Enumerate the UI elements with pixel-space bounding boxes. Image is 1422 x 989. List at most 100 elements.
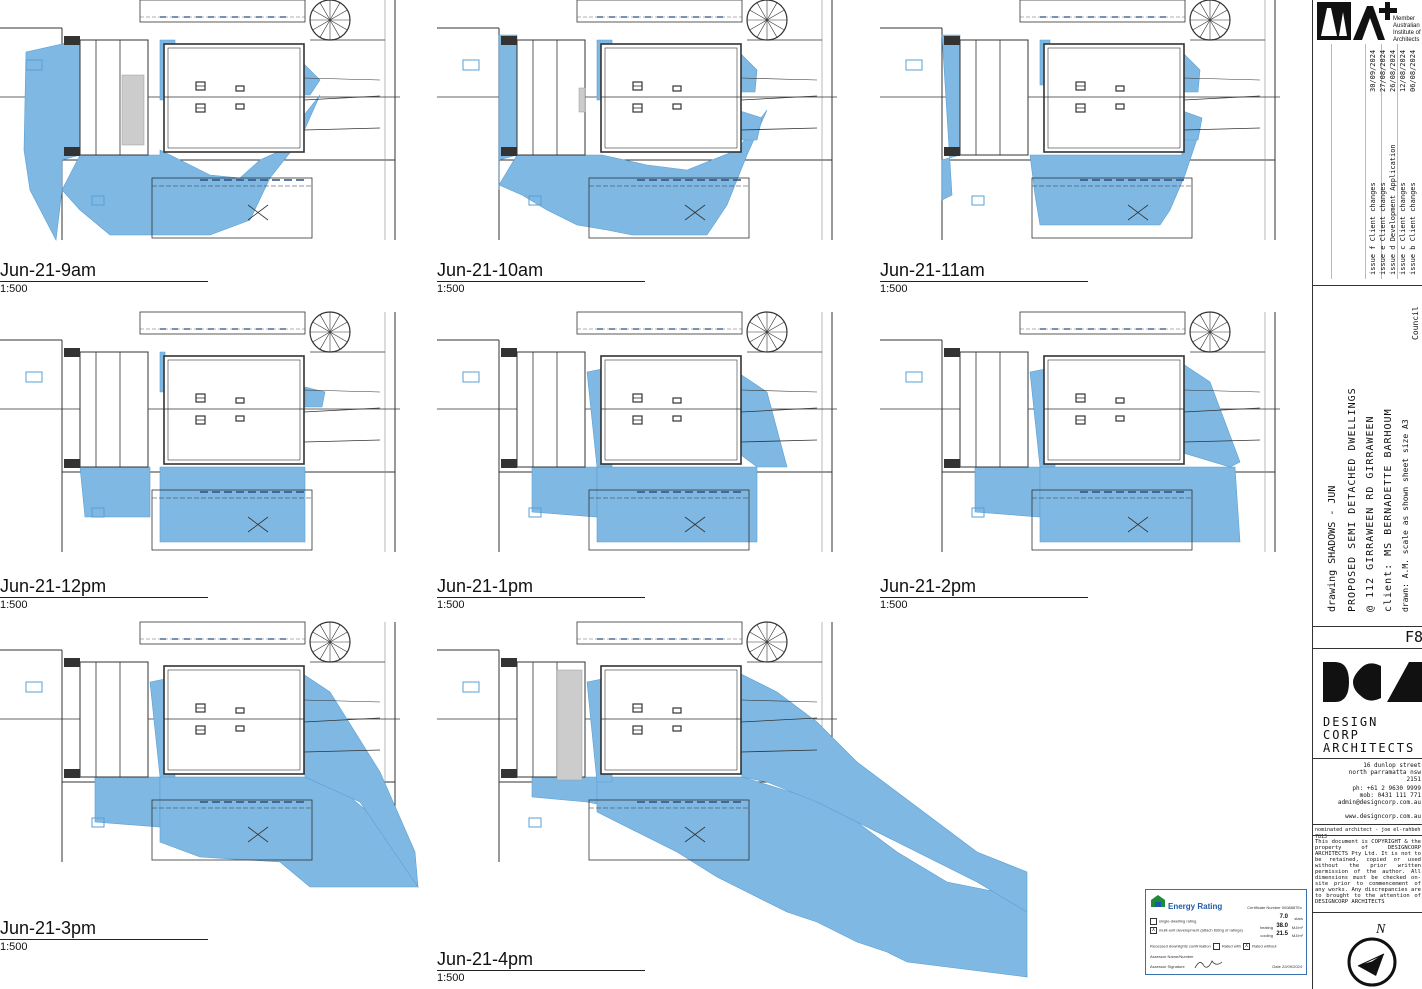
shadow-area	[596, 776, 1028, 978]
certificate-number: Certificate Number 0008887Ex	[1247, 905, 1302, 910]
proposed-dwelling	[1043, 355, 1185, 465]
issue-date: 12/08/2024	[1399, 49, 1407, 92]
cooling-value: 21.5	[1276, 931, 1288, 937]
rated-with-label: Rated with	[1221, 943, 1241, 949]
plan-title: Jun-21-11am	[880, 260, 985, 280]
issue-label: issue d Development Application	[1389, 144, 1397, 275]
multi-unit-label: multi-unit development (attach listing o…	[1159, 927, 1243, 933]
single-dwelling-checkbox	[1150, 918, 1157, 925]
shadow-area	[974, 466, 1041, 518]
plan-caption-9am: Jun-21-9am 1:500	[0, 260, 208, 296]
mobile: mob: 0431 111 771	[1359, 792, 1421, 799]
tree-icon	[1189, 0, 1231, 41]
tree-icon	[746, 621, 788, 663]
shadow-area	[531, 466, 598, 518]
plan-caption-11am: Jun-21-11am 1:500	[880, 260, 1088, 296]
shadow-area	[159, 466, 306, 543]
north-label: N	[1376, 922, 1386, 937]
shadow-plan-1pm	[437, 311, 837, 552]
heating-value: 38.0	[1276, 923, 1288, 929]
energy-title: Energy Rating	[1168, 902, 1223, 911]
shadow-area	[94, 776, 161, 828]
plan-title: Jun-21-4pm	[437, 949, 534, 969]
heating-unit: MJ/m²	[1291, 925, 1303, 930]
proposed-dwelling	[163, 665, 305, 775]
tree-icon	[1189, 311, 1231, 353]
shadow-area	[498, 109, 768, 236]
neighbour-building	[959, 351, 1029, 468]
neighbour-building	[516, 39, 586, 156]
address-3: 2151	[1406, 776, 1421, 783]
copyright-note: This document is COPYRIGHT & the propert…	[1315, 839, 1421, 905]
plan-scale: 1:500	[880, 283, 908, 295]
drawing-title: drawing SHADOWS - JUN	[1327, 485, 1338, 612]
downlights-label: Recessed downlights confirmation	[1150, 943, 1211, 949]
energy-house-icon	[1151, 895, 1165, 907]
proposed-dwelling	[600, 355, 742, 465]
assessor-name: Assessor Name/Number	[1150, 954, 1194, 959]
signature-mark	[1194, 960, 1223, 969]
shadow-plan-3pm	[0, 621, 419, 889]
shadow-area	[79, 466, 151, 518]
issue-label: issue e Client changes	[1379, 182, 1387, 275]
issue-date: 06/08/2024	[1409, 49, 1417, 92]
heating-label: heating	[1259, 925, 1273, 930]
nominated-architect: nominated architect - joe el-rahbeh 7813	[1315, 827, 1421, 840]
shadow-area	[736, 371, 788, 468]
proposed-dwelling	[163, 43, 305, 153]
cooling-label: cooling	[1260, 933, 1273, 938]
aia-logo-icon	[1317, 2, 1397, 40]
shadow-plan-10am	[437, 0, 837, 240]
firm-name-3: ARCHITECTS	[1323, 741, 1416, 755]
shadow-area	[61, 94, 321, 236]
rated-without-checkbox: X	[1243, 943, 1251, 950]
tree-icon	[309, 0, 351, 41]
shadow-area	[941, 34, 961, 201]
rated-without-label: Rated without	[1252, 943, 1277, 949]
shadow-area	[1179, 361, 1241, 468]
tree-icon	[309, 621, 351, 663]
project-line-1: PROPOSED SEMI DETACHED DWELLINGS	[1347, 387, 1358, 612]
plan-scale: 1:500	[0, 941, 28, 953]
shadow-plans-sheet	[0, 0, 1280, 978]
plan-scale: 1:500	[0, 599, 28, 611]
shadow-plan-9am	[0, 0, 400, 242]
issue-label: issue f Client changes	[1369, 182, 1377, 275]
proposed-dwelling	[600, 665, 742, 775]
address-1: 16 dunlop street	[1363, 762, 1421, 769]
star-rating-value: 7.0	[1279, 914, 1288, 920]
rated-with-checkbox	[1212, 943, 1220, 950]
address-2: north parramatta nsw	[1348, 769, 1421, 776]
proposed-dwelling	[1043, 43, 1185, 153]
issue-date: 26/08/2024	[1389, 49, 1397, 92]
issue-label: issue b Client changes	[1409, 182, 1417, 275]
client-name: client: MS BERNADETTE BARHOUM	[1383, 408, 1394, 612]
plan-title: Jun-21-1pm	[437, 576, 534, 596]
plan-scale: 1:500	[0, 283, 28, 295]
tree-icon	[746, 311, 788, 353]
assessor-signature: Assessor Signature	[1150, 964, 1185, 969]
plan-caption-1pm: Jun-21-1pm 1:500	[437, 576, 645, 612]
shadow-area	[596, 466, 758, 543]
shadow-area	[736, 671, 1028, 913]
plan-caption-4pm: Jun-21-4pm 1:500	[437, 949, 645, 985]
website-link[interactable]: www.designcorp.com.au	[1345, 813, 1421, 820]
email-link[interactable]: admin@designcorp.com.au	[1337, 799, 1421, 806]
plan-scale: 1:500	[880, 599, 908, 611]
shadow-plan-12pm	[0, 311, 400, 552]
plan-scale: 1:500	[437, 972, 465, 984]
plan-scale: 1:500	[437, 283, 465, 295]
member-text: Member Australian Institute of Architect…	[1393, 16, 1421, 43]
north-arrow-icon	[1347, 937, 1397, 987]
multi-unit-checkbox: X	[1150, 927, 1157, 934]
firm-name-1: DESIGN	[1323, 715, 1379, 729]
shadow-plan-11am	[880, 0, 1280, 240]
cooling-unit: MJ/m²	[1291, 933, 1303, 938]
plan-title: Jun-21-9am	[0, 260, 97, 280]
dca-logo-icon	[1323, 662, 1422, 702]
plan-scale: 1:500	[437, 599, 465, 611]
drawn-scale: drawn: A.M. scale as shown sheet size A3	[1401, 419, 1410, 612]
